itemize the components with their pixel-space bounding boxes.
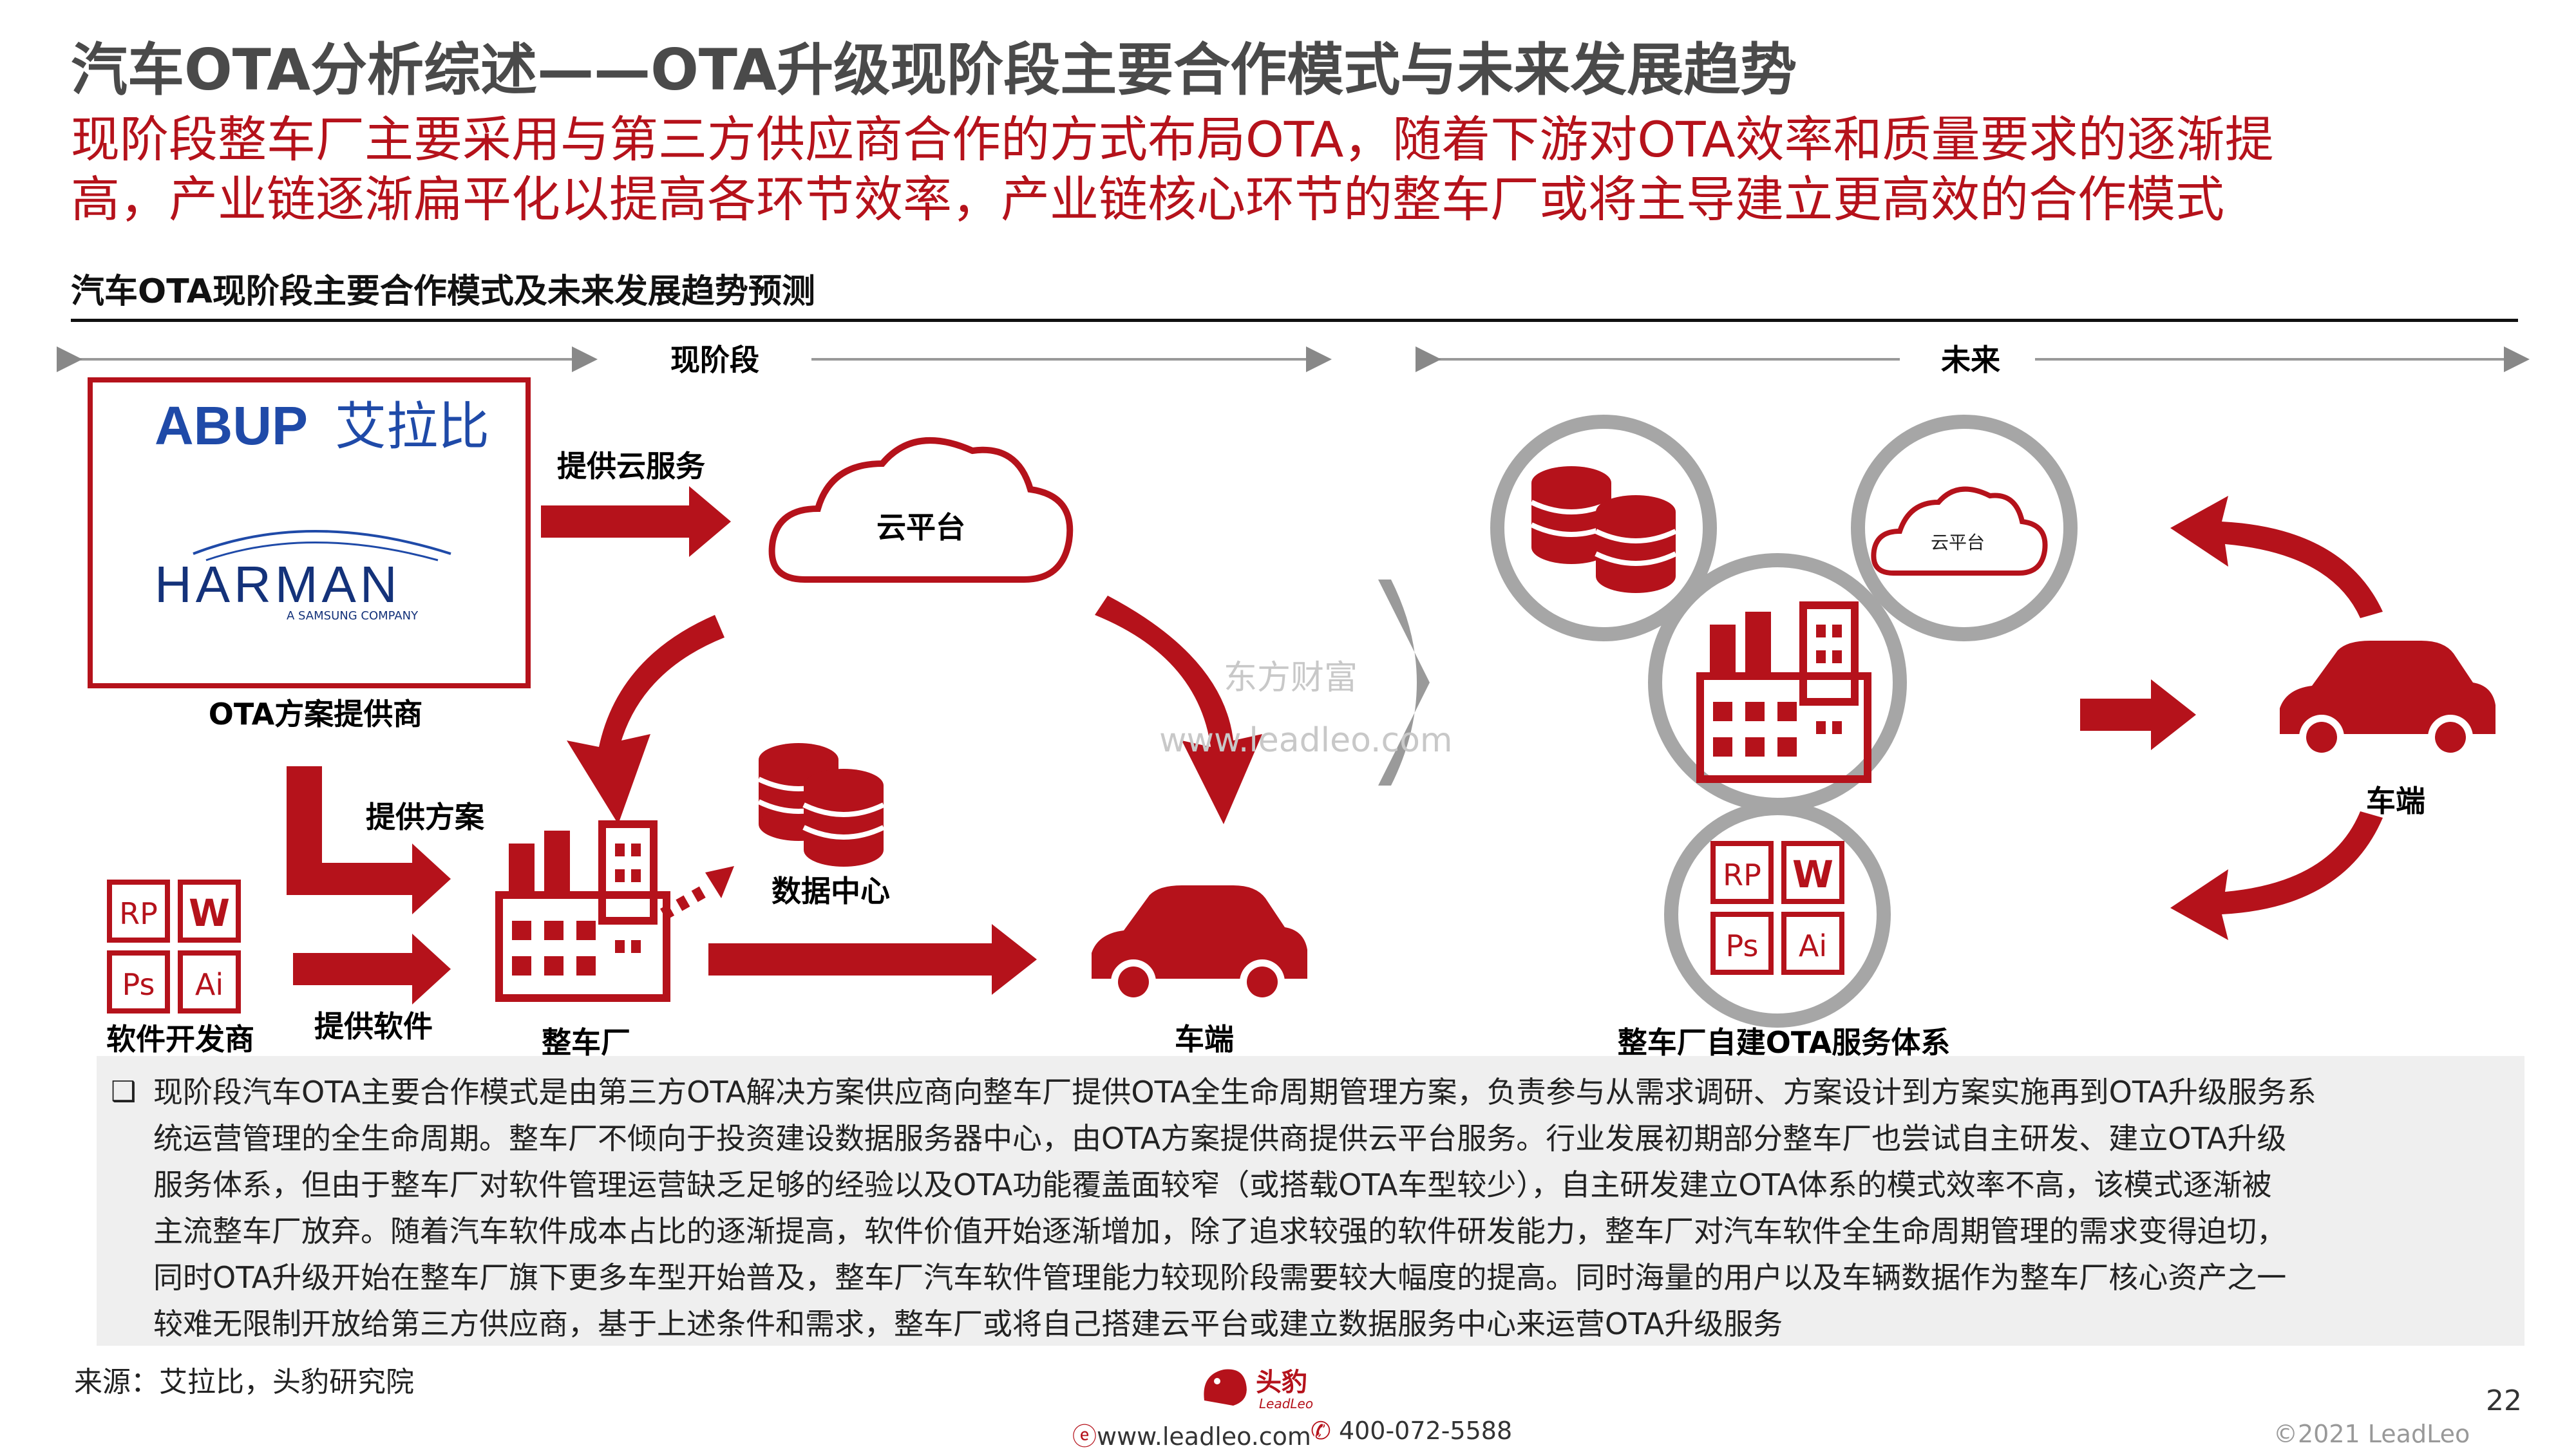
svg-text:W: W — [1792, 853, 1833, 896]
oem-to-vehicle-arrow — [708, 924, 1037, 995]
provide-software-label: 提供软件 — [314, 1009, 433, 1044]
notes-line: 现阶段汽车OTA主要合作模式是由第三方OTA解决方案供应商向整车厂提供OTA全生… — [153, 1075, 2316, 1109]
future-cloud-icon: 云平台 — [1871, 486, 2048, 576]
copyright: ©2021 LeadLeo — [2273, 1420, 2470, 1448]
provide-solution-arrow — [287, 766, 451, 914]
cloud-icon: 云平台 — [768, 437, 1074, 583]
data-center-arrow — [705, 866, 734, 898]
footer-website[interactable]: ⓔwww.leadleo.com — [1072, 1422, 1311, 1451]
notes-line: 服务体系，但由于整车厂对软件管理运营缺乏足够的经验以及OTA功能覆盖面较窄（或搭… — [153, 1167, 2272, 1202]
vehicle-label: 车端 — [1175, 1022, 1234, 1056]
web-icon: ⓔ — [1072, 1422, 1097, 1451]
subtitle-line-1: 现阶段整车厂主要采用与第三方供应商合作的方式布局OTA，随着下游对OTA效率和质… — [71, 111, 2274, 168]
svg-text:Ai: Ai — [1799, 929, 1827, 963]
future-feedback-arrow-top — [2170, 496, 2383, 618]
future-car-icon — [2280, 641, 2496, 760]
phase-future-line: 未来 — [1416, 343, 2530, 377]
future-oem-system-label: 整车厂自建OTA服务体系 — [1618, 1025, 1951, 1056]
notes-line: 主流整车厂放弃。随着汽车软件成本占比的逐渐提高，软件价值开始逐渐增加，除了追求较… — [153, 1214, 2286, 1249]
svg-text:RP: RP — [1723, 858, 1761, 892]
phone-icon: ✆ — [1311, 1417, 1331, 1445]
provide-software-arrow — [293, 934, 451, 1004]
section-title: 汽车OTA现阶段主要合作模式及未来发展趋势预测 — [71, 272, 815, 311]
source-note: 来源：艾拉比，头豹研究院 — [74, 1366, 414, 1399]
ota-provider-label: OTA方案提供商 — [209, 697, 423, 731]
section-divider — [71, 319, 2518, 322]
notes-box: ❑ 现阶段汽车OTA主要合作模式是由第三方OTA解决方案供应商向整车厂提供OTA… — [97, 1056, 2524, 1346]
notes-line: 统运营管理的全生命周期。整车厂不倾向于投资建设数据服务器中心，由OTA方案提供商… — [153, 1121, 2287, 1156]
phase-current-label: 现阶段 — [670, 343, 759, 377]
notes-line: 较难无限制开放给第三方供应商，基于上述条件和需求，整车厂或将自己搭建云平台或建立… — [153, 1306, 1783, 1341]
transition-chevron — [1378, 580, 1430, 786]
svg-text:W: W — [189, 891, 230, 935]
data-center-label: 数据中心 — [772, 874, 890, 909]
cloud-service-arrow — [541, 486, 731, 557]
future-feedback-arrow-bottom — [2170, 811, 2383, 940]
svg-text:Ai: Ai — [195, 967, 223, 1002]
checkbox-bullet-icon: ❑ — [111, 1075, 137, 1108]
oem-label: 整车厂 — [542, 1025, 630, 1056]
future-vehicle-label: 车端 — [2366, 784, 2425, 818]
cooperation-diagram: 现阶段 未来 ABUP 艾拉比 HARMAN A SAMSUNG COMPANY… — [57, 335, 2530, 1056]
notes-line: 同时OTA升级开始在整车厂旗下更多车型开始普及，整车厂汽车软件管理能力较现阶段需… — [153, 1260, 2287, 1295]
footer-phone: ✆ 400-072-5588 — [1311, 1417, 1513, 1445]
subtitle-line-2: 高，产业链逐渐扁平化以提高各环节效率，产业链核心环节的整车厂或将主导建立更高效的… — [71, 171, 2224, 228]
cloud-label: 云平台 — [876, 510, 965, 545]
software-app-icons: RP W Ps Ai — [107, 880, 241, 1014]
svg-text:RP: RP — [119, 896, 158, 931]
page-title: 汽车OTA分析综述——OTA升级现阶段主要合作模式与未来发展趋势 — [71, 37, 1797, 103]
car-icon — [1092, 885, 1307, 1004]
future-oem-system: 云平台 RP W Ps Ai — [1490, 415, 2078, 1028]
svg-text:A SAMSUNG COMPANY: A SAMSUNG COMPANY — [287, 609, 419, 623]
cloud-to-vehicle-arrow — [1095, 596, 1262, 824]
phase-future-label: 未来 — [1941, 343, 2000, 377]
svg-text:LeadLeo: LeadLeo — [1259, 1396, 1313, 1411]
svg-text:Ps: Ps — [1726, 929, 1759, 963]
data-center-icon — [759, 743, 884, 867]
svg-text:艾拉比: 艾拉比 — [335, 397, 489, 457]
harman-logo: HARMAN A SAMSUNG COMPANY — [155, 530, 451, 623]
provide-solution-label: 提供方案 — [366, 800, 485, 834]
factory-icon — [499, 824, 667, 998]
future-to-vehicle-arrow — [2080, 679, 2196, 750]
svg-text:头豹: 头豹 — [1256, 1368, 1307, 1397]
cloud-to-oem-arrow — [567, 615, 724, 824]
svg-text:Ps: Ps — [122, 967, 155, 1002]
watermark-leadleo: www.leadleo.com — [1159, 721, 1453, 760]
cloud-service-label: 提供云服务 — [557, 449, 705, 484]
leadleo-logo: 头豹 LeadLeo — [1204, 1368, 1313, 1411]
software-dev-label: 软件开发商 — [106, 1022, 254, 1056]
ota-provider-box: ABUP 艾拉比 HARMAN A SAMSUNG COMPANY — [88, 377, 531, 688]
page-number: 22 — [2486, 1384, 2522, 1417]
abup-logo: ABUP 艾拉比 — [155, 395, 489, 457]
phase-current-line: 现阶段 — [57, 335, 1332, 380]
svg-text:HARMAN: HARMAN — [155, 556, 401, 613]
watermark-eastmoney: 东方财富 — [1224, 659, 1358, 697]
svg-text:ABUP: ABUP — [155, 395, 308, 456]
svg-text:云平台: 云平台 — [1931, 532, 1985, 553]
future-app-icons: RP W Ps Ai — [1710, 841, 1844, 975]
